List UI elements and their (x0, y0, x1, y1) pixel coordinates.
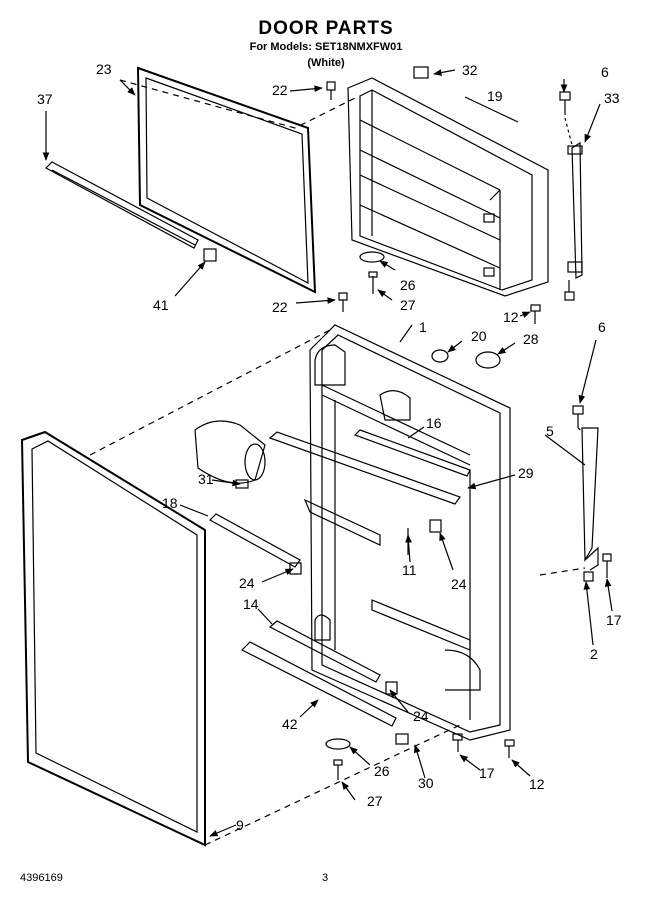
upper-hinge-screw-top (559, 91, 573, 146)
callout-labels: 23 37 22 32 19 6 33 26 27 41 22 12 1 20 … (37, 61, 622, 833)
freezer-retainer-end-cap (203, 248, 217, 262)
retainer-end-cap-right (429, 519, 442, 533)
callout-17-bottom: 17 (479, 765, 495, 781)
callout-22-top: 22 (272, 82, 288, 98)
callout-22-mid: 22 (272, 299, 288, 315)
door-bottom-screw-right (504, 739, 515, 758)
callout-14: 14 (243, 596, 259, 612)
freezer-door (347, 77, 549, 297)
freezer-door-plug-top (326, 81, 336, 100)
mid-screw-right (530, 304, 541, 324)
callout-5: 5 (546, 423, 554, 439)
color-line: (White) (307, 57, 345, 69)
callout-42: 42 (282, 716, 298, 732)
lower-hinge-bushing (583, 571, 594, 582)
callout-41: 41 (153, 297, 169, 313)
middle-retainer-bar (209, 513, 301, 568)
callout-leaders (42, 69, 613, 837)
models-line: For Models: SET18NMXFW01 (249, 41, 403, 53)
fresh-food-door-bottom-hinge-plate (325, 738, 351, 750)
page-number: 3 (322, 872, 329, 884)
fresh-food-door (303, 324, 511, 741)
callout-16: 16 (426, 415, 442, 431)
callout-27-bottom: 27 (367, 793, 383, 809)
freezer-door-gasket (136, 66, 317, 294)
callout-20: 20 (471, 328, 487, 344)
callout-37: 37 (37, 91, 53, 107)
callout-12-bottom: 12 (529, 776, 545, 792)
freezer-door-bottom-hinge-plate (359, 251, 385, 263)
door-stop-cap (431, 349, 449, 363)
callout-29: 29 (518, 465, 534, 481)
callout-9: 9 (236, 817, 244, 833)
callout-24-right: 24 (451, 576, 467, 592)
callout-12-top: 12 (503, 309, 519, 325)
lower-hinge-screw-top (572, 405, 584, 433)
callout-18: 18 (162, 495, 178, 511)
freezer-door-screw (368, 271, 378, 294)
callout-11: 11 (402, 562, 417, 578)
callout-33: 33 (604, 90, 620, 106)
retainer-end-cap-left (289, 562, 302, 575)
freezer-door-plug-label (413, 66, 429, 79)
lower-hinge-side-screw (602, 553, 612, 578)
callout-30: 30 (418, 775, 434, 791)
callout-31: 31 (198, 471, 214, 487)
door-button-plug (475, 351, 501, 369)
callout-6-mid: 6 (598, 319, 606, 335)
door-bottom-cap (395, 733, 409, 745)
upper-hinge (567, 141, 583, 279)
lower-retainer-bar (268, 620, 381, 683)
callout-26-top: 26 (400, 277, 416, 293)
bottom-door-trim (240, 641, 397, 727)
callout-1: 1 (419, 319, 427, 335)
fresh-food-door-screw (333, 759, 343, 780)
upper-retainer-trim (353, 429, 471, 477)
callout-26-bottom: 26 (374, 763, 390, 779)
callout-6-top: 6 (601, 64, 609, 80)
upper-hinge-screw-bottom (564, 280, 575, 301)
callout-17-right: 17 (606, 612, 622, 628)
freezer-shelf-retainer-bar (45, 161, 199, 249)
callout-28: 28 (523, 331, 539, 347)
callout-23: 23 (96, 61, 112, 77)
document-number: 4396169 (20, 872, 63, 884)
fresh-food-door-gasket (20, 430, 206, 847)
dairy-door (194, 420, 266, 484)
callout-2: 2 (590, 646, 598, 662)
upper-shelf-retainer-bar (268, 431, 461, 505)
fresh-food-door-plug-top (338, 292, 348, 312)
callout-32: 32 (462, 62, 478, 78)
diagram-title: DOOR PARTS (258, 18, 394, 39)
callout-27-top: 27 (400, 297, 416, 313)
callout-24-bottom: 24 (413, 708, 429, 724)
lower-hinge (581, 427, 599, 571)
callout-19: 19 (487, 88, 503, 104)
callout-24-left: 24 (239, 575, 255, 591)
door-bottom-screw (452, 733, 463, 752)
